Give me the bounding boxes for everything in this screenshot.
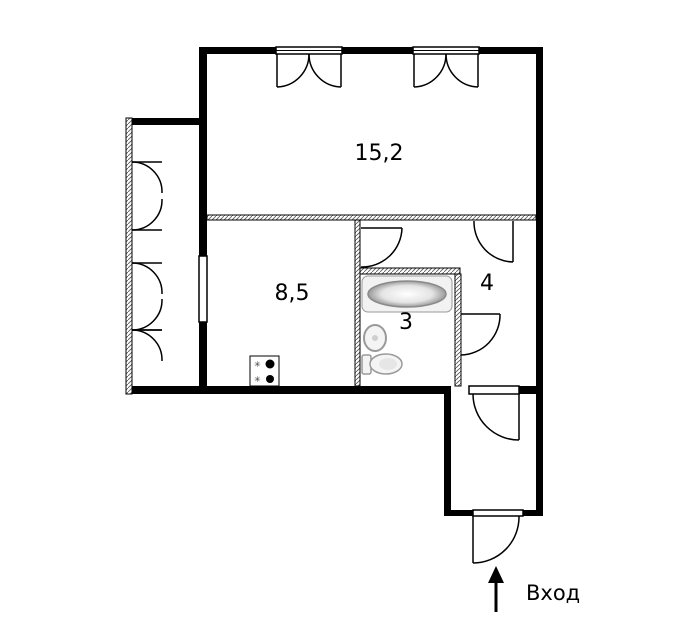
window-swings xyxy=(276,53,479,88)
sink-icon xyxy=(363,324,387,352)
interior-doors xyxy=(360,220,514,356)
kitchen-area: 8,5 xyxy=(275,281,310,306)
svg-text:✳: ✳ xyxy=(254,375,261,384)
main-room-area: 15,2 xyxy=(355,141,404,166)
entrance-label: Вход xyxy=(526,581,580,605)
hallway-area: 4 xyxy=(480,271,494,296)
stove-icon: ✳ ✳ xyxy=(249,355,280,387)
kitchen-window xyxy=(198,255,208,323)
svg-text:✳: ✳ xyxy=(254,360,261,369)
vestibule xyxy=(444,385,543,564)
bathtub-icon xyxy=(361,275,453,313)
balcony xyxy=(125,117,204,395)
bathroom-area: 3 xyxy=(399,310,413,335)
entrance-arrow-icon xyxy=(488,566,504,612)
partitions xyxy=(206,214,537,387)
toilet-icon xyxy=(361,353,403,375)
outer-walls xyxy=(126,47,543,394)
